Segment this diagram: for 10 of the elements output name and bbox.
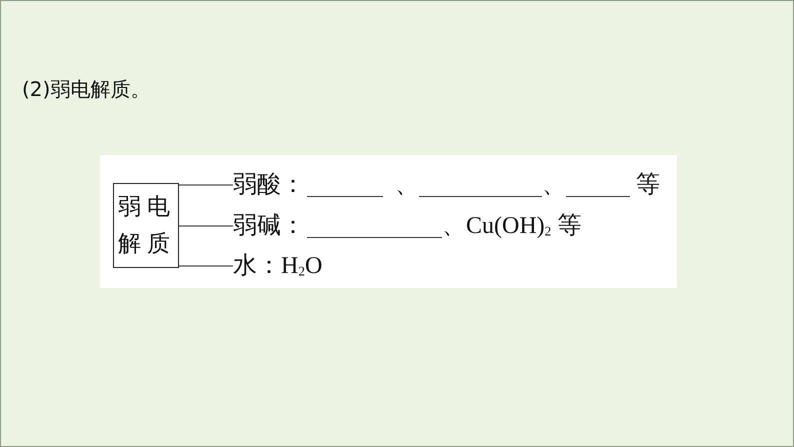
list-text: 、	[395, 172, 419, 198]
list-text: 等	[636, 172, 660, 198]
list-text: 、	[542, 172, 566, 198]
section-heading: (2)弱电解质。	[22, 77, 150, 101]
list-text: 、Cu(OH)$_{2}$ 等	[442, 213, 582, 239]
term-box: 弱电解质	[113, 183, 179, 268]
category-label: 弱碱：	[233, 213, 305, 239]
category-label: 水：H$_{2}$O	[233, 253, 322, 279]
connector-line	[178, 184, 234, 186]
category-label: 弱酸：	[233, 172, 305, 198]
